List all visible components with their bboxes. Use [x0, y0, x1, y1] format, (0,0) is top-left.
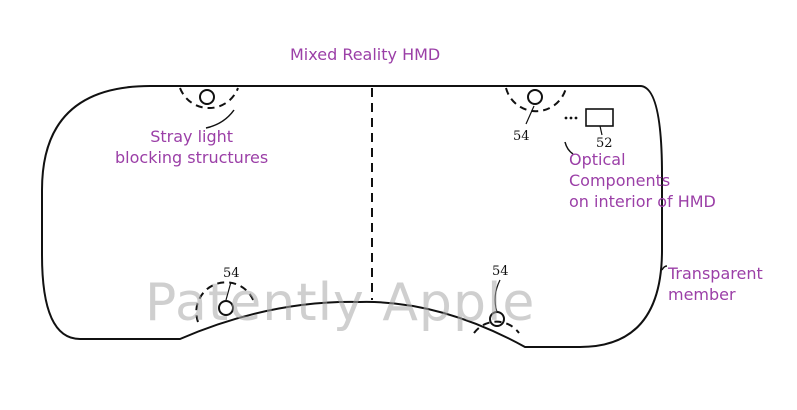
reference-number-52: 52 [596, 136, 613, 151]
stray-light-shield-top-left [179, 87, 239, 109]
leader-line-stray-light [205, 109, 235, 129]
stray-light-label-line-2: blocking structures [115, 148, 269, 167]
transparent-label-line-1: Transparent [668, 264, 763, 283]
hmd-outline [41, 85, 663, 348]
optical-label-line-2: Components [569, 171, 671, 190]
reference-number-54-bottom-left: 54 [223, 266, 240, 281]
stray-light-shield-bottom-left [195, 281, 255, 323]
reference-number-54-bottom-right: 54 [492, 264, 509, 279]
transparent-label-line-2: member [668, 285, 736, 304]
leader-line-optical [564, 141, 574, 155]
optical-label-line-3: on interior of HMD [569, 192, 716, 211]
optical-label-line-1: Optical [569, 150, 626, 169]
stray-light-sensor-top-left [199, 89, 215, 105]
stray-light-sensor-top-right [527, 89, 543, 105]
stray-light-sensor-bottom-left [218, 300, 234, 316]
leader-line-52 [599, 125, 603, 136]
stray-light-label-line-1: Stray light [150, 127, 234, 146]
optical-components-label: Optical Components on interior of HMD [569, 149, 716, 212]
leader-line-54-bottom-right [494, 279, 501, 313]
leader-line-transparent [661, 265, 668, 271]
transparent-member-label: Transparent member [668, 263, 763, 305]
diagram-title: Mixed Reality HMD [290, 45, 441, 64]
reference-number-54-top: 54 [513, 129, 530, 144]
stray-light-shield-top-right [505, 87, 567, 113]
watermark: Patently Apple [145, 273, 536, 333]
leader-line-54-bottom-left [225, 281, 232, 301]
continuation-dot [564, 116, 568, 120]
leader-line-54-top [525, 105, 535, 125]
continuation-dot [569, 116, 573, 120]
optical-component-52 [585, 108, 614, 127]
continuation-dot [574, 116, 578, 120]
stray-light-shield-bottom-right [473, 320, 520, 334]
stray-light-label: Stray light blocking structures [115, 126, 268, 168]
